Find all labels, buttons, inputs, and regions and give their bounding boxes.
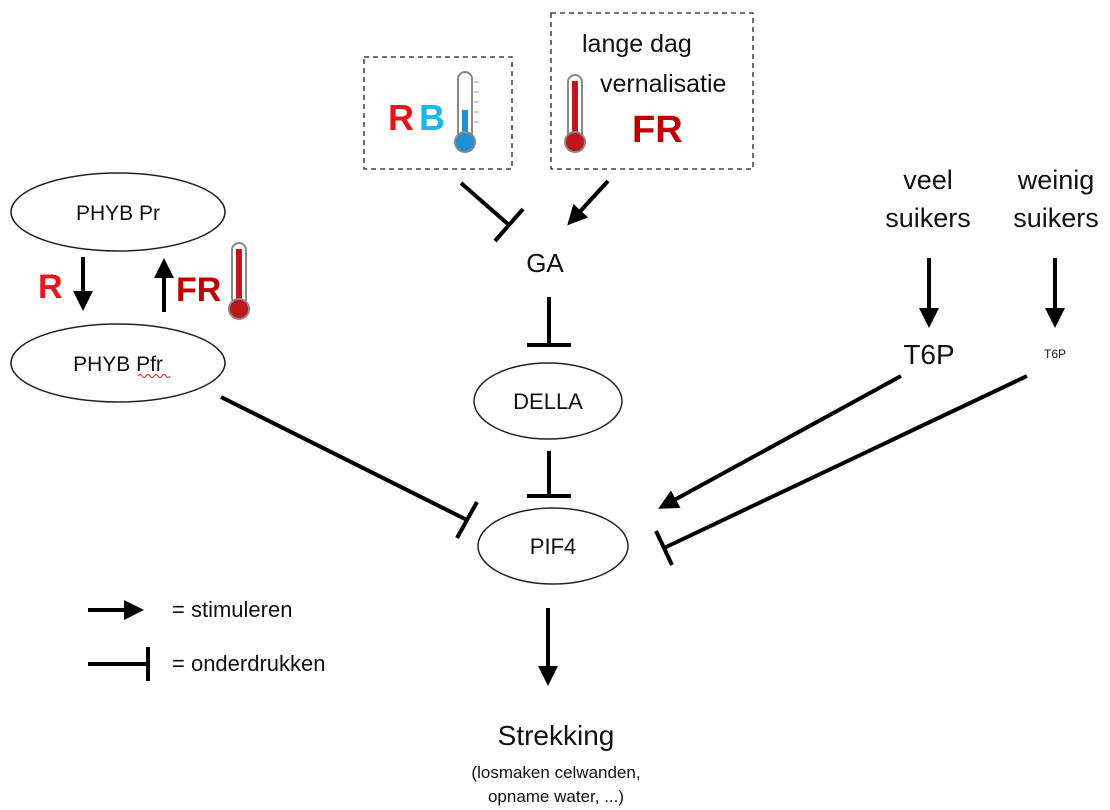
elongation-detail-2: opname water, ...) bbox=[488, 787, 624, 806]
phyb-pr-label: PHYB Pr bbox=[76, 202, 160, 225]
pif4-label: PIF4 bbox=[530, 534, 576, 559]
legend-stimulate-label: = stimuleren bbox=[172, 597, 292, 622]
few-sugars-line1: weinig bbox=[1017, 165, 1095, 195]
warm-box-stimulates-ga bbox=[567, 179, 610, 226]
t6p-low-label: T6P bbox=[1044, 347, 1066, 361]
warm-box-border bbox=[550, 12, 754, 170]
thermometer-warm-icon bbox=[564, 74, 586, 153]
warm-box-line-vernalization: vernalisatie bbox=[600, 70, 726, 98]
ga-inhibits-della bbox=[527, 297, 571, 347]
cold-box-inhibits-ga bbox=[459, 181, 525, 243]
elongation-title: Strekking bbox=[498, 720, 615, 751]
many-sugars-line1: veel bbox=[903, 165, 953, 195]
cold-box-border bbox=[363, 56, 513, 170]
elongation-detail-1: (losmaken celwanden, bbox=[471, 763, 640, 782]
t6p-high-stimulates-pif4 bbox=[658, 374, 902, 509]
della-label: DELLA bbox=[513, 389, 583, 414]
many-sugars-line2: suikers bbox=[885, 203, 971, 233]
phyb-pr-node bbox=[10, 172, 226, 252]
legend-suppress-label: = onderdrukken bbox=[172, 651, 326, 676]
few-sugars-line2: suikers bbox=[1013, 203, 1099, 233]
pif4-node bbox=[477, 507, 629, 585]
warm-box-line-long-day: lange dag bbox=[582, 30, 692, 58]
phyb-fr-label: FR bbox=[176, 271, 221, 309]
t6p-low-inhibits-pif4 bbox=[654, 374, 1028, 566]
cold-signal-box: R B bbox=[363, 56, 513, 170]
warm-box-fr-label: FR bbox=[632, 109, 683, 151]
phyb-pfr-label: PHYB Pfr bbox=[73, 353, 163, 376]
della-node bbox=[473, 362, 623, 440]
legend: = stimuleren = onderdrukken bbox=[88, 597, 326, 681]
cold-box-b-label: B bbox=[419, 97, 445, 138]
ga-label: GA bbox=[526, 248, 564, 278]
phyb-r-label: R bbox=[38, 268, 63, 306]
cold-box-r-label: R bbox=[388, 97, 414, 138]
della-inhibits-pif4 bbox=[527, 451, 571, 498]
phyb-pfr-node bbox=[10, 323, 226, 403]
spellcheck-underline bbox=[137, 374, 171, 378]
t6p-high-label: T6P bbox=[903, 339, 954, 370]
thermometer-cold-icon bbox=[454, 71, 479, 153]
warm-signal-box: lange dag vernalisatie FR bbox=[550, 12, 754, 170]
phyb-pfr-inhibits-pif4 bbox=[220, 395, 479, 539]
thermometer-phyb-icon bbox=[228, 242, 250, 320]
